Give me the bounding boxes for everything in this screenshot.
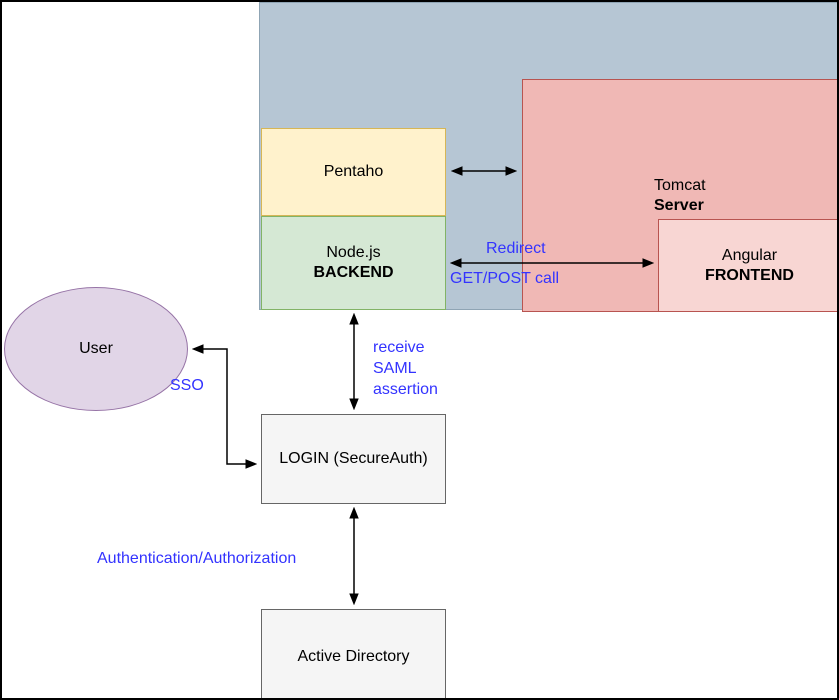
user-label-text: User [79,340,113,357]
saml-label-line3: assertion [373,381,438,398]
receive-saml-assertion-edge-label: receive SAML assertion [373,337,463,400]
user-label: User [5,288,187,410]
authentication-authorization-edge-label: Authentication/Authorization [97,550,297,567]
angular-label-line2: FRONTEND [705,266,794,284]
pentaho-box: Pentaho [261,128,446,216]
sso-edge-label: SSO [170,377,204,394]
angular-label-line1: Angular [721,246,778,264]
pentaho-label: Pentaho [262,129,445,215]
active-directory-label: Active Directory [262,610,445,698]
redirect-edge-label: Redirect [486,240,546,257]
active-directory-label-text: Active Directory [297,647,410,665]
pentaho-label-text: Pentaho [323,163,384,180]
user-login-arrow [194,349,255,464]
tomcat-label-line2: Server [654,197,704,214]
nodejs-backend-box: Node.js BACKEND [261,216,446,310]
angular-frontend-label: Angular FRONTEND [659,220,837,311]
login-secureauth-label: LOGIN (SecureAuth) [262,415,445,503]
login-label-text: LOGIN (SecureAuth) [279,450,428,467]
saml-label-line1: receive [373,339,425,356]
nodejs-label-line1: Node.js [326,244,381,261]
saml-label-line2: SAML [373,360,417,377]
nodejs-backend-label: Node.js BACKEND [262,217,445,309]
tomcat-server-label: Tomcat Server [654,176,706,216]
get-post-call-edge-label: GET/POST call [450,270,560,287]
tomcat-label-line1: Tomcat [654,177,706,194]
angular-frontend-box: Angular FRONTEND [658,219,837,312]
active-directory-box: Active Directory [261,609,446,698]
nodejs-label-line2: BACKEND [313,264,394,281]
user-ellipse: User [4,287,188,411]
login-secureauth-box: LOGIN (SecureAuth) [261,414,446,504]
